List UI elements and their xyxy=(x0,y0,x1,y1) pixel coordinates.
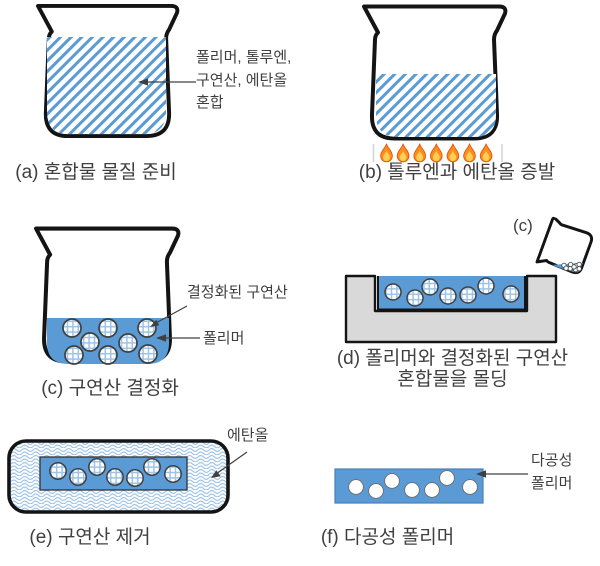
pouring-beaker xyxy=(535,216,596,279)
particle xyxy=(571,264,577,270)
particle xyxy=(137,318,157,338)
pores xyxy=(348,470,478,499)
particle xyxy=(462,479,478,495)
particle xyxy=(404,482,420,498)
particle xyxy=(106,468,124,486)
particle xyxy=(424,482,440,498)
particle xyxy=(143,458,161,476)
particle xyxy=(576,266,582,272)
particle xyxy=(384,473,400,489)
particle xyxy=(69,468,87,486)
particle xyxy=(439,470,455,486)
arrow-ethanol xyxy=(211,451,248,478)
caption-f: (f) 다공성 폴리머 xyxy=(320,527,455,548)
particle xyxy=(439,287,457,305)
mold xyxy=(344,274,558,344)
particle xyxy=(421,278,439,296)
flame-icon xyxy=(413,143,427,163)
particle xyxy=(348,479,364,495)
citric-crystals-d xyxy=(384,277,520,307)
particle xyxy=(64,345,84,365)
flame-icon xyxy=(380,143,393,163)
arrow-porous xyxy=(476,470,528,478)
flame-icon xyxy=(396,143,410,163)
particle xyxy=(384,283,402,301)
mixture-liquid-b xyxy=(376,74,496,137)
particle xyxy=(459,286,477,304)
mixture-liquid-a xyxy=(47,37,166,134)
arrow-polymer xyxy=(156,334,200,342)
particle xyxy=(368,483,384,499)
annotation-porous-polymer: 다공성 폴리머 xyxy=(531,452,573,492)
particle xyxy=(477,277,495,295)
particle xyxy=(502,285,520,303)
caption-d: (d) 폴리머와 결정화된 구연산 혼합물을 몰딩 xyxy=(336,348,569,391)
arrow-a xyxy=(138,78,196,86)
particle xyxy=(80,332,100,352)
flame-icon xyxy=(446,143,460,163)
arrow-crystal xyxy=(150,305,188,327)
caption-a: (a) 혼합물 물질 준비 xyxy=(15,162,177,183)
flames-row xyxy=(380,143,493,163)
flame-icon xyxy=(463,143,476,163)
panel-e xyxy=(7,439,248,514)
annotation-ethanol: 에탄올 xyxy=(227,427,269,444)
annotation-crystallized-citric: 결정화된 구연산 xyxy=(187,284,288,301)
pour-beaker-label: (c) xyxy=(513,216,533,235)
caption-c: (c) 구연산 결정화 xyxy=(41,378,179,399)
panel-a xyxy=(35,3,196,139)
particle xyxy=(138,344,158,364)
annotation-polymer: 폴리머 xyxy=(203,330,245,347)
particle xyxy=(164,465,182,483)
particle xyxy=(98,318,118,338)
flame-icon xyxy=(429,143,443,163)
particle xyxy=(49,462,67,480)
panel-d xyxy=(344,216,596,344)
particle xyxy=(126,469,144,487)
panel-b xyxy=(364,7,505,163)
panel-c xyxy=(36,229,200,365)
pouring-particles xyxy=(561,261,582,273)
caption-b: (b) 톨루엔과 에탄올 증발 xyxy=(358,162,556,183)
particle xyxy=(406,289,424,307)
annotation-mixture: 폴리머, 톨루엔, 구연산, 에탄올 혼합 xyxy=(196,49,292,111)
panel-f xyxy=(334,468,528,504)
caption-e: (e) 구연산 제거 xyxy=(29,527,151,548)
particle xyxy=(98,345,118,365)
flame-icon xyxy=(479,143,493,163)
particle xyxy=(88,458,106,476)
particle xyxy=(118,333,138,353)
particle xyxy=(62,318,82,338)
citric-crystals-c xyxy=(62,318,158,365)
particle xyxy=(563,265,569,271)
citric-crystals-e xyxy=(49,458,182,487)
